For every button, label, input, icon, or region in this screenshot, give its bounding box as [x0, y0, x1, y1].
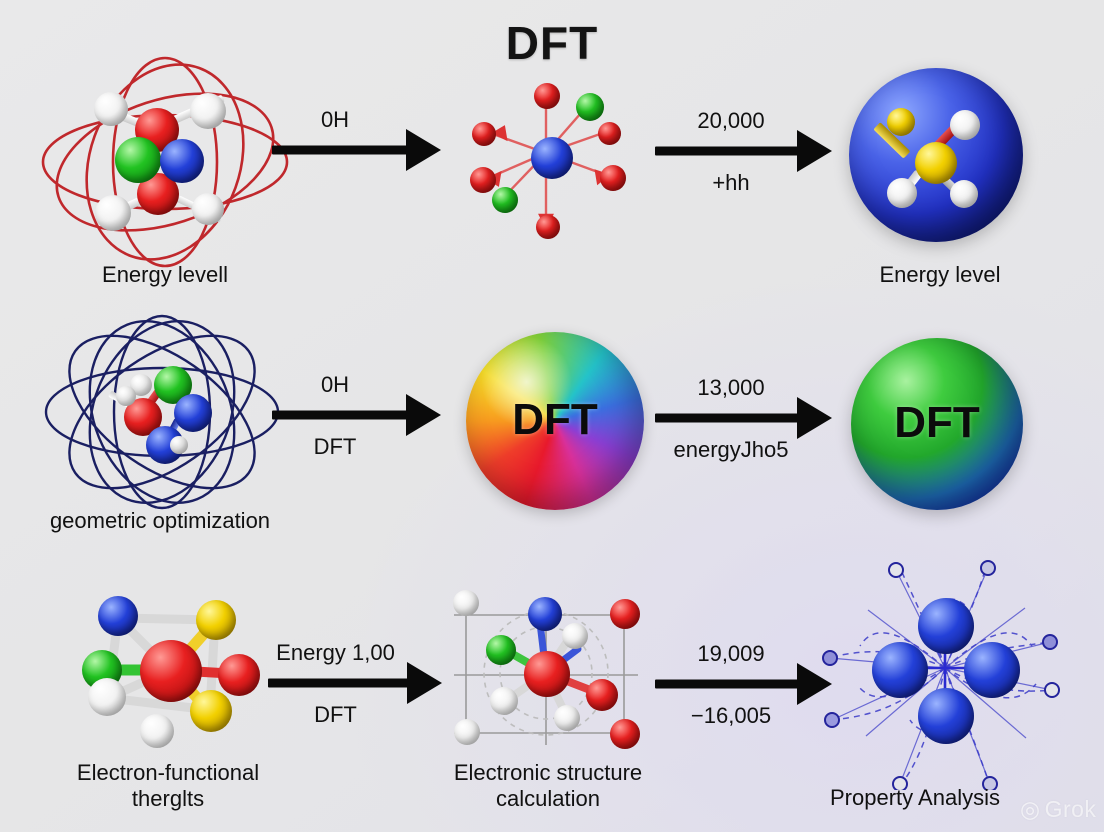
arrow-mid-center-to-right: 13,000 energyJho5: [655, 375, 835, 462]
node-mid-right-green-blue-sphere: DFT: [851, 338, 1023, 510]
arrow-mid-left-to-center: 0H DFT: [272, 372, 442, 459]
arrow-label-bottom: −16,005: [690, 703, 772, 728]
atom-hydrogen: [94, 92, 128, 126]
node-mid-center-rainbow-sphere: DFT: [466, 332, 644, 510]
node-top-center-octahedral-complex: [448, 75, 653, 255]
node-bottom-left-ball-stick-cluster: [60, 578, 280, 758]
node-sphere-top: [918, 598, 974, 654]
atom-oxygen: [218, 654, 260, 696]
arrow-bottom-left-to-center: Energy 1,00 DFT: [268, 640, 443, 727]
atom-hydrogen: [453, 590, 479, 616]
sphere-label-dft-center: DFT: [512, 395, 598, 444]
atom-oxygen: [610, 599, 640, 629]
atom-ligand-green: [492, 187, 518, 213]
atom-hydrogen: [454, 719, 480, 745]
atom-nitrogen: [528, 597, 562, 631]
atom-hydrogen: [130, 374, 152, 396]
arrow-shaft: [272, 145, 410, 155]
arrow-head: [797, 663, 832, 705]
node-bottom-right-network-graph: [800, 550, 1090, 792]
atom-nitrogen: [98, 596, 138, 636]
caption-mid-left: geometric optimization: [49, 508, 271, 533]
grok-watermark: ◎Grok: [1020, 796, 1096, 823]
arrow-label-top: 20,000: [697, 108, 765, 133]
atom-sulfur: [190, 690, 232, 732]
atom-hydrogen: [116, 386, 136, 406]
atom-yellow: [887, 108, 915, 136]
atom-center-yellow: [915, 142, 957, 184]
sphere-label-dft-right: DFT: [894, 398, 980, 447]
atom-nitrogen: [160, 139, 204, 183]
caption-top-left: Energy levell: [102, 262, 228, 287]
arrow-label-top: Energy 1,00: [276, 640, 395, 665]
atom-ligand-red: [536, 215, 560, 239]
arrow-head: [406, 394, 441, 436]
atom-chlorine: [115, 137, 161, 183]
atom-hydrogen: [490, 687, 518, 715]
atom-center-red: [140, 640, 202, 702]
atom-hydrogen: [887, 178, 917, 208]
atom-ligand-red: [472, 122, 496, 146]
arrow-label-top: 19,009: [697, 641, 765, 666]
node-sphere-bottom: [918, 688, 974, 744]
atom-metal-center: [531, 137, 573, 179]
arrow-shaft: [272, 410, 410, 420]
atom-ligand-red: [600, 165, 626, 191]
arrow-label-bottom: +hh: [712, 170, 750, 195]
atom-oxygen: [586, 679, 618, 711]
atom-ligand-red: [470, 167, 496, 193]
grok-watermark-label: Grok: [1044, 796, 1097, 822]
arrow-label-bottom: DFT: [313, 434, 357, 459]
caption-bottom-right: Property Analysis: [830, 785, 1000, 810]
arrow-shaft: [659, 449, 772, 544]
atom-nitrogen: [174, 394, 212, 432]
atom-hydrogen: [562, 623, 588, 649]
atom-hydrogen: [554, 705, 580, 731]
arrow-bottom-center-to-right: 19,009 −16,005: [655, 641, 835, 728]
arrow-label-top: 13,000: [697, 375, 765, 400]
atom-chlorine: [486, 635, 516, 665]
atom-ligand-red: [534, 83, 560, 109]
atom-hydrogen: [88, 678, 126, 716]
arrow-head: [407, 662, 442, 704]
arrow-label-top: 0H: [320, 372, 350, 397]
caption-top-right: Energy level: [879, 262, 1001, 287]
node-bottom-center-grid-molecule: [438, 583, 656, 763]
arrow-shaft: [268, 678, 411, 688]
grok-logo-icon: ◎: [1020, 796, 1041, 822]
arrow-label-bottom: energyJho5: [673, 437, 789, 462]
arrow-shaft: [655, 413, 801, 423]
arrow-shaft: [655, 146, 801, 156]
atom-hydrogen: [190, 93, 226, 129]
top-right-molecule: [849, 68, 1023, 242]
node-sphere-left: [872, 642, 928, 698]
arrow-label-bottom: DFT: [314, 702, 357, 727]
atom-sulfur: [196, 600, 236, 640]
atom-ligand-red: [598, 122, 621, 145]
arrow-top-center-to-right: 20,000 +hh: [655, 108, 835, 195]
node-sphere-right: [964, 642, 1020, 698]
atom-hydrogen: [140, 714, 174, 748]
atom-ligand-green: [576, 93, 604, 121]
atom-center-red: [524, 651, 570, 697]
caption-bottom-center: Electronic structure calculation: [453, 760, 643, 811]
caption-bottom-left: Electron-functional therglts: [76, 760, 260, 811]
arrow-head: [634, 449, 772, 565]
atom-hydrogen: [192, 193, 224, 225]
arrow-label-top: 0H: [320, 107, 350, 132]
node-top-left-atom-orbital-red: [40, 55, 290, 270]
atom-hydrogen: [170, 436, 188, 454]
arrow-head: [797, 130, 832, 172]
atom-hydrogen: [950, 110, 980, 140]
arrow-top-left-to-center: 0H: [272, 107, 442, 171]
arrow-head: [797, 397, 832, 439]
atom-hydrogen: [950, 180, 978, 208]
page-title: DFT: [505, 17, 599, 69]
atom-hydrogen: [95, 195, 131, 231]
arrow-shaft: [655, 679, 801, 689]
arrow-head: [406, 129, 441, 171]
node-mid-left-atom-orbital-navy: [42, 312, 282, 512]
atom-oxygen: [610, 719, 640, 749]
